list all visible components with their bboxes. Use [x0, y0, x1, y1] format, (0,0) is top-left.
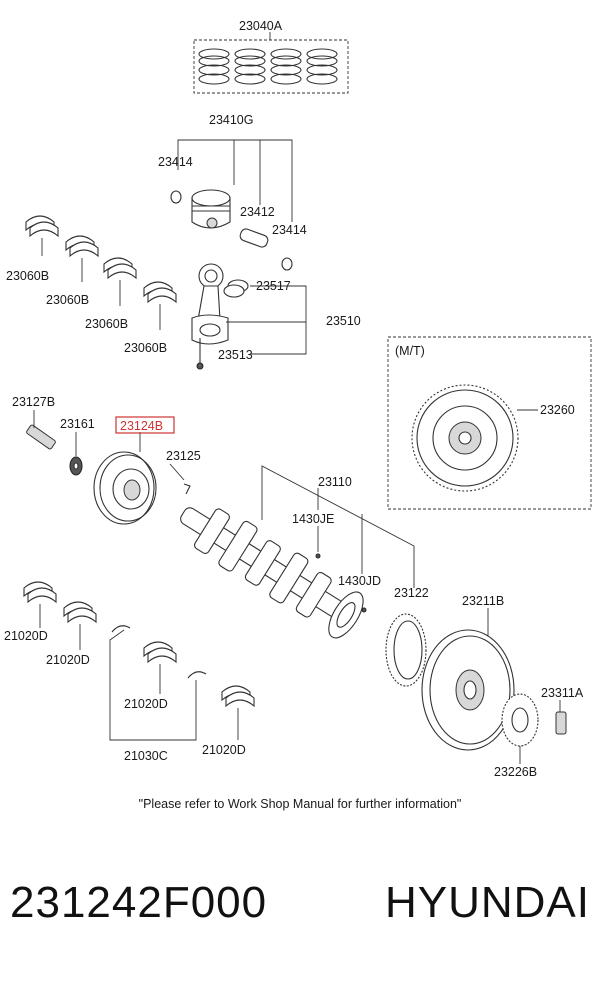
bearing-shells-upper: [25, 215, 177, 330]
label-23110: 23110: [318, 475, 352, 489]
label-23125: 23125: [166, 449, 201, 463]
connecting-rod: [191, 263, 307, 370]
label-21020D-3: 21020D: [124, 697, 168, 711]
label-23060B-4: 23060B: [124, 341, 167, 355]
footnote: "Please refer to Work Shop Manual for fu…: [138, 797, 462, 811]
brand-name: HYUNDAI: [384, 878, 590, 927]
label-23161: 23161: [60, 417, 95, 431]
label-23414-upper: 23414: [158, 155, 193, 169]
piston-ring-set: [193, 32, 349, 94]
piston-assembly: [170, 139, 293, 271]
crankshaft-front-parts: [26, 410, 191, 525]
label-23060B-1: 23060B: [6, 269, 49, 283]
label-23260: 23260: [540, 403, 575, 417]
reluctor-ring: [385, 613, 427, 687]
part-number: 231242F000: [10, 878, 268, 927]
label-23124B: 23124B: [120, 419, 163, 433]
label-23513: 23513: [218, 348, 253, 362]
label-21030C: 21030C: [124, 749, 168, 763]
label-23060B-2: 23060B: [46, 293, 89, 307]
label-1430JE: 1430JE: [292, 512, 334, 526]
crankshaft: [180, 465, 415, 639]
label-mt: (M/T): [395, 344, 425, 358]
label-23122: 23122: [394, 586, 429, 600]
label-21020D-4: 21020D: [202, 743, 246, 757]
flywheel-mt: [387, 336, 592, 510]
label-1430JD: 1430JD: [338, 574, 381, 588]
label-23510: 23510: [326, 314, 361, 328]
drive-plate-assembly: [421, 608, 567, 764]
label-23127B: 23127B: [12, 395, 55, 409]
label-23412: 23412: [240, 205, 275, 219]
label-23211B: 23211B: [462, 594, 504, 608]
label-21020D-2: 21020D: [46, 653, 90, 667]
label-23060B-3: 23060B: [85, 317, 128, 331]
part-footer: 231242F000 HYUNDAI: [10, 878, 590, 948]
label-21020D-1: 21020D: [4, 629, 48, 643]
label-23040A: 23040A: [239, 19, 283, 33]
main-bearings: [23, 581, 255, 741]
label-23414-lower: 23414: [272, 223, 307, 237]
label-23410G: 23410G: [209, 113, 253, 127]
label-23226B: 23226B: [494, 765, 537, 779]
label-23517: 23517: [256, 279, 291, 293]
label-23311A: 23311A: [541, 686, 584, 700]
highlight-box: [115, 416, 175, 434]
